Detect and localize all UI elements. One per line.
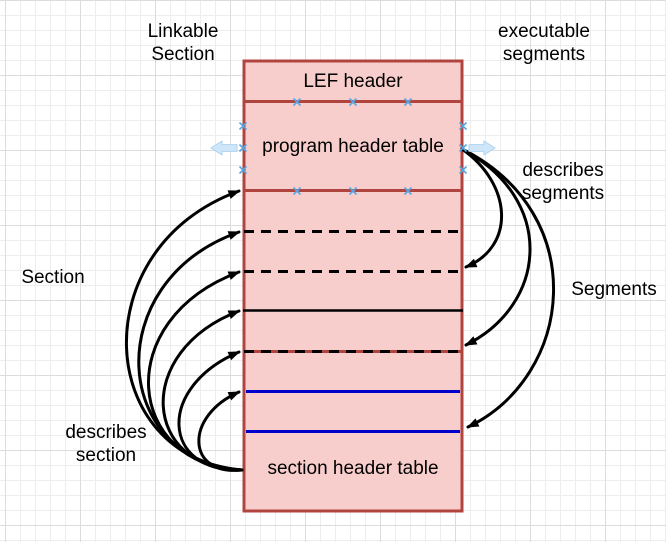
segment-arrow-3[interactable] [460,147,556,429]
label-linkable-section[interactable]: Linkable Section [148,20,219,66]
box-row-section-header-table[interactable]: section header table [267,458,439,479]
label-executable-segments-line2: segments [502,44,586,65]
section-arrow-3[interactable] [146,270,244,472]
connection-point-icons-left [238,121,248,175]
label-describes-section[interactable]: describes section [65,421,146,467]
label-describes-section-line2: section [75,445,137,466]
label-executable-segments-line1: executable [498,21,590,42]
label-section[interactable]: Section [21,267,85,288]
label-describes-section-line1: describes [65,422,147,443]
label-describes-segments-line1: describes [522,160,604,181]
label-describes-segments-line2: segments [521,183,605,204]
connection-point-icons-right [458,121,468,175]
label-describes-segments[interactable]: describes segments [522,159,604,205]
label-linkable-section-line1: Linkable [147,21,219,42]
label-linkable-section-line2: Section [151,44,215,65]
box-row-program-header-table[interactable]: program header table [262,136,444,157]
segment-arrow-2[interactable] [460,147,532,347]
direction-left-arrow-icon[interactable] [210,140,238,156]
box-row-lef-header[interactable]: LEF header [303,71,403,92]
connection-point-icons-bottom [292,186,413,196]
file-layout-box[interactable] [242,59,464,513]
connection-point-icons-top [292,97,413,107]
label-segments[interactable]: Segments [571,279,657,300]
section-arrow-6[interactable] [197,390,244,472]
direction-right-arrow-icon[interactable] [468,140,496,156]
segment-arrow-1[interactable] [460,147,503,269]
label-executable-segments[interactable]: executable segments [498,20,590,66]
